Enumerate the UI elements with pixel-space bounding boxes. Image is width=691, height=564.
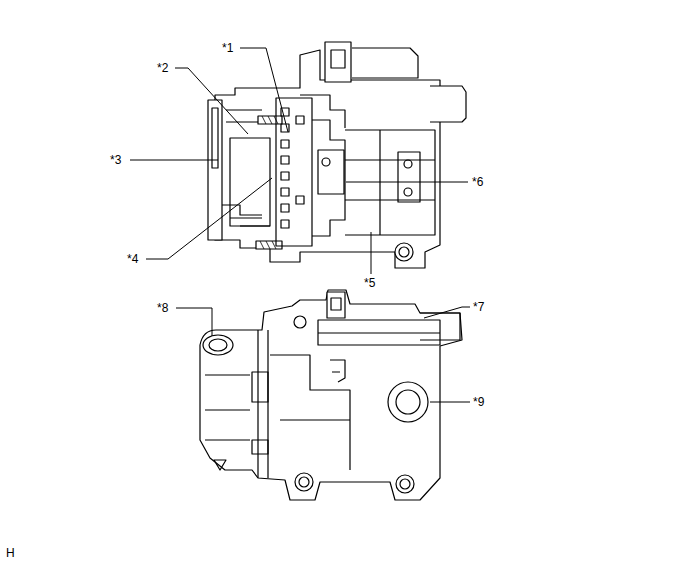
callout-number: *5 bbox=[364, 276, 375, 290]
callout-number: *6 bbox=[472, 175, 483, 189]
callout-number: *2 bbox=[157, 61, 168, 75]
callout-number: *3 bbox=[110, 153, 121, 167]
figure-code: H bbox=[6, 546, 15, 560]
callout-number: *4 bbox=[127, 252, 138, 266]
callout-number: *9 bbox=[473, 395, 484, 409]
callout-number: *8 bbox=[157, 301, 168, 315]
callout-number: *7 bbox=[473, 300, 484, 314]
callout-number: *1 bbox=[222, 41, 233, 55]
